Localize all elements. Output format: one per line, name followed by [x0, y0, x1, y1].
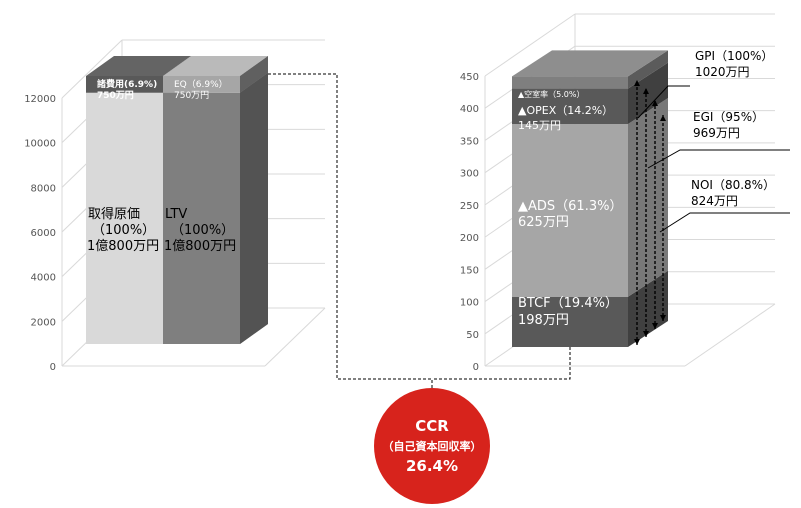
y-tick-label: 0 — [473, 362, 479, 373]
connector-line — [432, 347, 571, 380]
floor-line — [684, 303, 776, 367]
segment-label: BTCF（19.4%） — [518, 296, 618, 311]
bar-side-face — [628, 270, 668, 347]
callout-label: NOI（80.8%） — [691, 178, 775, 192]
callout-label: EGI（95%） — [693, 110, 764, 124]
callout-label: 1020万円 — [695, 65, 750, 79]
bar-segment — [163, 76, 240, 93]
bar-side-face — [628, 98, 668, 297]
y-tick-label: 100 — [460, 298, 479, 309]
segment-label: （100%） — [92, 223, 155, 238]
bar-segment — [512, 124, 628, 297]
bar-side-face — [628, 50, 668, 89]
callout-label: 824万円 — [691, 194, 738, 208]
segment-label: 750万円 — [97, 90, 134, 101]
segment-label: EQ（6.9%） — [174, 79, 228, 90]
callout-label: GPI（100%） — [695, 49, 773, 63]
y-tick-label: 6000 — [31, 228, 56, 239]
arrow-head — [652, 100, 658, 106]
y-tick-label: 250 — [460, 201, 479, 212]
gridline-side — [61, 39, 123, 99]
callout-line — [637, 85, 690, 119]
bar-segment — [512, 88, 628, 125]
arrow-head — [634, 80, 640, 86]
arrow-head — [660, 315, 666, 321]
y-tick-label: 12000 — [24, 94, 56, 105]
y-tick-label: 450 — [460, 72, 479, 83]
callout-line — [659, 212, 790, 233]
bar-segment — [163, 92, 240, 344]
segment-label: ▲OPEX（14.2%） — [518, 104, 613, 117]
ccr-subtitle: （自己資本回収率） — [383, 439, 482, 453]
segment-label: 1億800万円 — [87, 238, 159, 254]
ccr-badge — [374, 388, 490, 504]
y-tick-label: 8000 — [31, 183, 56, 194]
arrow-head — [652, 323, 658, 329]
bar-segment — [86, 92, 163, 344]
arrow-head — [643, 331, 649, 337]
segment-label: （100%） — [171, 223, 234, 238]
ccr-title: CCR — [415, 417, 449, 435]
segment-label: 750万円 — [174, 90, 209, 101]
segment-label: 諸費用(6.9%) — [97, 78, 157, 90]
y-tick-label: 300 — [460, 169, 479, 180]
y-tick-label: 400 — [460, 104, 479, 115]
gridline-side — [484, 13, 576, 77]
y-tick-label: 2000 — [31, 317, 56, 328]
segment-label: 1億800万円 — [164, 238, 236, 254]
arrow-head — [643, 88, 649, 94]
y-tick-label: 10000 — [24, 139, 56, 150]
connector-line — [268, 73, 433, 390]
y-tick-label: 350 — [460, 136, 479, 147]
floor-line — [264, 307, 326, 367]
y-tick-label: 200 — [460, 233, 479, 244]
arrow-head — [634, 339, 640, 345]
callout-label: 969万円 — [693, 126, 740, 140]
segment-label: 198万円 — [518, 313, 569, 328]
arrow-head — [660, 115, 666, 121]
bar-segment — [86, 76, 163, 93]
callout-line — [647, 149, 790, 169]
bar-side-shadow — [240, 56, 268, 344]
segment-label: 145万円 — [518, 119, 561, 132]
bar-top-face — [512, 50, 668, 77]
y-tick-label: 0 — [50, 362, 56, 373]
bar-segment — [512, 76, 628, 89]
segment-label: LTV — [165, 207, 187, 222]
bar-top-face — [163, 56, 268, 76]
bar-top-face — [86, 56, 191, 76]
bar-segment — [512, 296, 628, 347]
segment-label: ▲空室率（5.0%） — [518, 89, 584, 99]
y-tick-label: 150 — [460, 265, 479, 276]
segment-label: 取得原価 — [88, 206, 140, 222]
ccr-value: 26.4% — [406, 457, 458, 475]
y-tick-label: 50 — [466, 330, 479, 341]
segment-label: 625万円 — [518, 215, 569, 230]
segment-label: ▲ADS（61.3%） — [518, 199, 622, 214]
y-tick-label: 4000 — [31, 273, 56, 284]
